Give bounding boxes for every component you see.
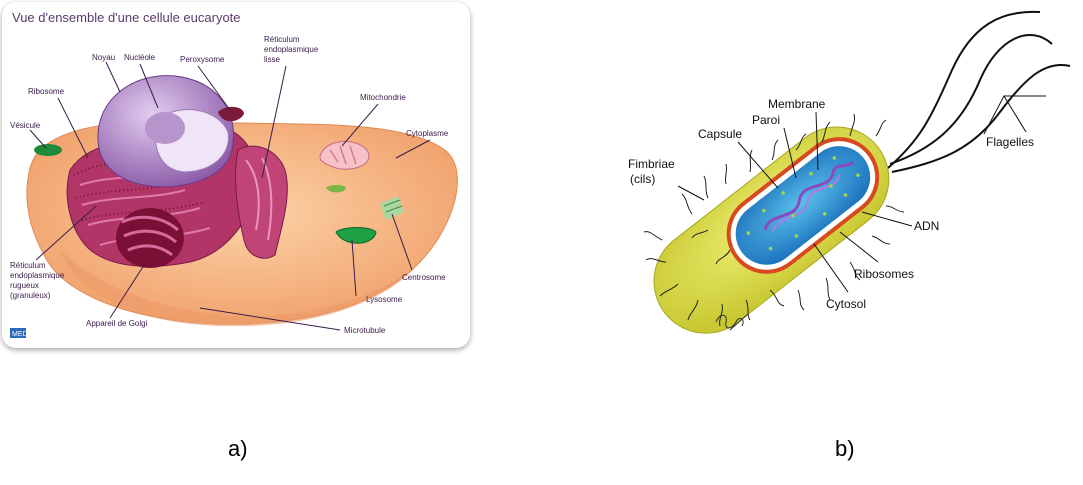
flagella <box>888 12 1070 172</box>
label-cytosol: Cytosol <box>826 297 866 311</box>
label-centrosome: Centrosome <box>402 273 446 282</box>
bacterium-panel: Membrane Paroi Capsule Fimbriae (cils) F… <box>600 0 1083 360</box>
label-microtubule: Microtubule <box>344 326 386 335</box>
label-peroxisome: Peroxysome <box>180 55 225 64</box>
label-adn: ADN <box>914 219 939 233</box>
label-rough-er-2: endoplasmique <box>10 271 65 280</box>
eukaryotic-cell-panel: Vue d'ensemble d'une cellule eucaryote <box>0 0 475 352</box>
label-vesicle: Vésicule <box>10 121 41 130</box>
label-mitochondrion: Mitochondrie <box>360 93 406 102</box>
label-rough-er-1: Réticulum <box>10 261 46 270</box>
label-lysosome: Lysosome <box>366 295 403 304</box>
caption-b: b) <box>835 436 855 462</box>
label-fimbriae-1: Fimbriae <box>628 157 675 171</box>
vesicle <box>34 144 62 156</box>
eukaryotic-cell-diagram: Vue d'ensemble d'une cellule eucaryote <box>0 0 475 352</box>
label-nucleus: Noyau <box>92 53 115 62</box>
nucleolus <box>145 112 185 144</box>
label-ribosome: Ribosome <box>28 87 65 96</box>
label-nucleolus: Nucléole <box>124 53 156 62</box>
label-golgi: Appareil de Golgi <box>86 319 148 328</box>
caption-a: a) <box>228 436 248 462</box>
label-rough-er-4: (granuleux) <box>10 291 51 300</box>
label-rough-er-3: rugueux <box>10 281 39 290</box>
label-membrane: Membrane <box>768 97 826 111</box>
diagram-title: Vue d'ensemble d'une cellule eucaryote <box>12 10 241 25</box>
publisher-logo: MEDI <box>10 328 30 338</box>
label-cytoplasm: Cytoplasme <box>406 129 449 138</box>
label-capsule: Capsule <box>698 127 742 141</box>
svg-text:MEDI: MEDI <box>12 331 30 338</box>
label-flagelles: Flagelles <box>986 135 1034 149</box>
label-ribosomes: Ribosomes <box>854 267 914 281</box>
bacterium-diagram: Membrane Paroi Capsule Fimbriae (cils) F… <box>600 0 1083 360</box>
label-smooth-er-3: lisse <box>264 55 281 64</box>
golgi-apparatus <box>116 208 184 268</box>
label-paroi: Paroi <box>752 113 780 127</box>
label-fimbriae-2: (cils) <box>630 172 655 186</box>
label-smooth-er-1: Réticulum <box>264 35 300 44</box>
label-smooth-er-2: endoplasmique <box>264 45 319 54</box>
